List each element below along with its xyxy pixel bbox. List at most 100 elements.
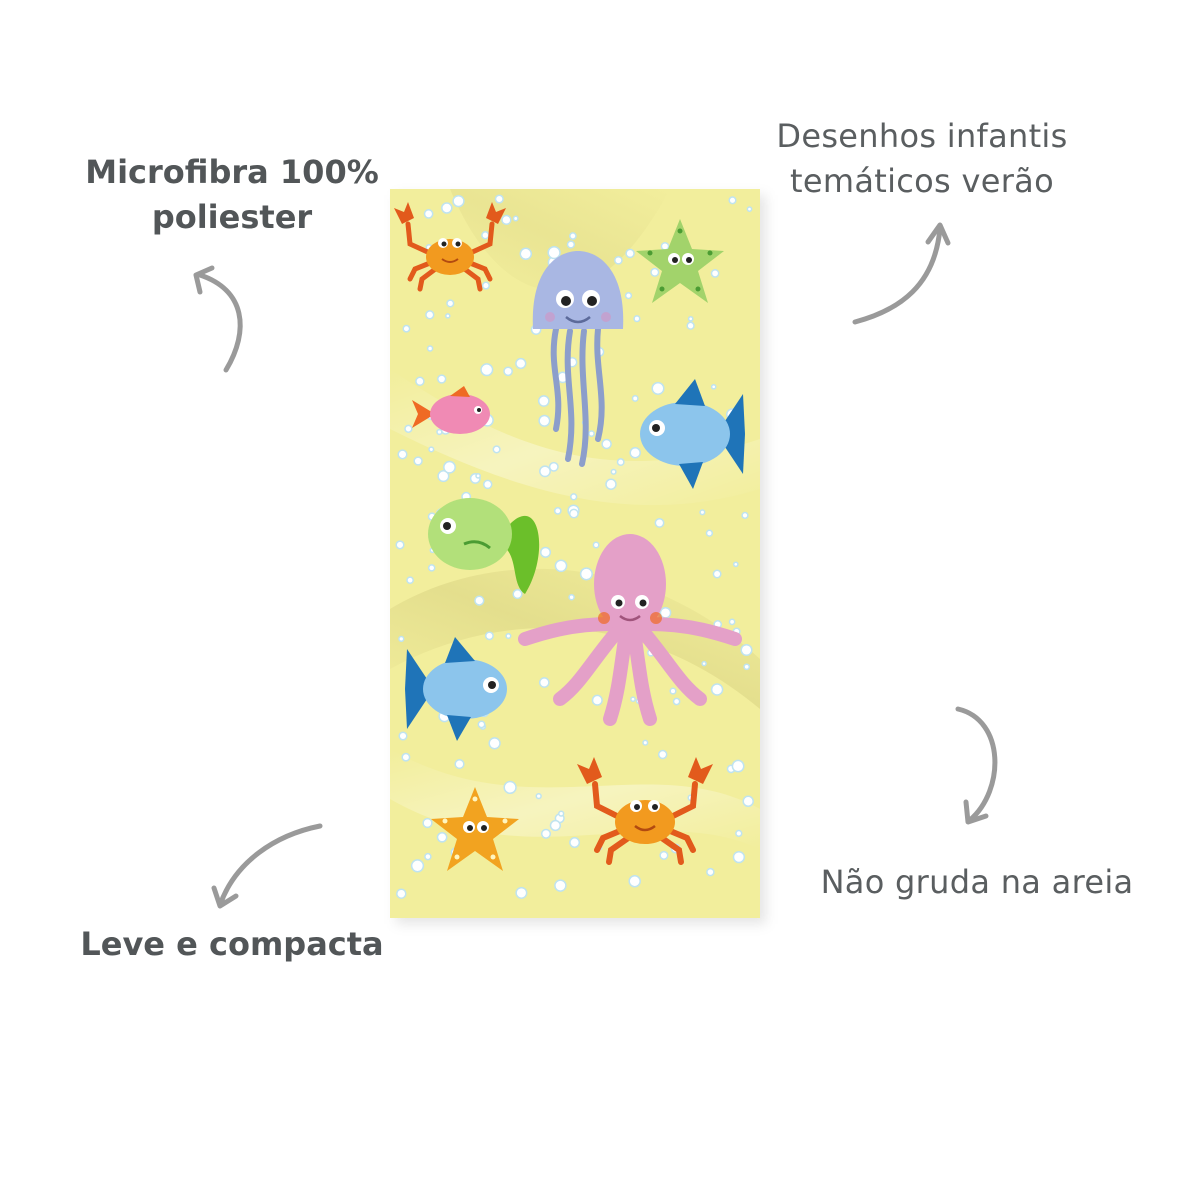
curved-arrow-up-left-icon [193,265,243,373]
crab-icon [394,202,506,292]
bubble-icon [422,817,433,829]
bubble-icon [672,697,681,706]
bubble-icon [701,660,707,667]
bubble-icon [441,202,453,214]
bubble-icon [512,589,523,600]
bubble-icon [741,511,749,520]
bubble-icon [535,792,542,800]
bubble-icon [424,852,432,861]
bubble-icon [588,430,595,437]
bubble-icon [570,493,578,501]
bubble-icon [642,739,649,746]
fish-icon [405,637,507,741]
bubble-icon [659,850,669,860]
bubble-icon [742,795,754,808]
bubble-icon [629,446,641,459]
bubble-icon [503,366,513,377]
bubble-icon [505,632,512,640]
bubble-icon [401,752,411,762]
bubble-icon [436,831,448,843]
bubble-icon [415,376,425,387]
bubble-icon [591,694,603,706]
bubble-icon [423,209,434,219]
feature-designs-line1: Desenhos infantis [776,117,1068,155]
bubble-icon [437,374,447,384]
bubble-icon [686,321,695,330]
bubble-icon [610,468,617,475]
fish-icon [428,498,540,594]
feature-weight-text: Leve e compacta [80,925,384,963]
bubble-icon [657,749,668,760]
bubble-icon [654,517,665,528]
bubble-icon [537,395,550,407]
bubble-icon [428,446,435,453]
bubble-icon [492,445,501,454]
octopus-icon [518,534,742,726]
feature-weight: Leve e compacta [62,922,402,967]
bubble-icon [538,414,551,427]
bubble-icon [454,759,465,770]
bubble-icon [398,731,408,741]
bubble-icon [404,424,413,433]
bubble-icon [743,663,751,671]
bubble-icon [554,879,567,892]
bubble-icon [558,810,565,817]
bubble-icon [480,363,494,377]
bubble-icon [397,449,408,460]
bubble-icon [410,859,425,873]
bubble-icon [413,456,423,466]
bubble-icon [706,867,715,877]
bubble-icon [568,593,575,601]
bubble-icon [566,240,576,249]
feature-material-line1: Microfibra 100% [85,153,379,191]
fish-icon [412,386,490,434]
feature-sand: Não gruda na areia [792,860,1162,905]
bubble-icon [728,618,736,626]
bubble-icon [553,507,562,515]
fish-icon [640,379,745,489]
bubble-icon [488,737,501,750]
bubble-icon [605,478,617,490]
towel-product-image [390,189,766,924]
bubble-icon [624,291,633,300]
starfish-icon [636,219,724,303]
bubble-icon [395,540,405,550]
bubble-icon [519,247,533,261]
towel-canvas [390,189,760,918]
bubble-icon [569,837,581,848]
bubble-icon [687,315,694,322]
bubble-icon [549,819,562,832]
bubble-icon [710,383,717,390]
bubble-icon [443,460,456,474]
bubble-icon [540,828,552,839]
bubble-icon [477,720,486,729]
bubble-icon [651,381,665,395]
bubble-icon [501,214,512,226]
bubble-icon [426,345,434,352]
bubble-icon [705,529,714,537]
bubble-icon [547,245,561,260]
bubble-icon [548,461,559,472]
bubble-icon [446,299,455,308]
starfish-icon [431,787,519,871]
bubble-icon [699,509,706,516]
bubble-icon [445,313,451,319]
bubble-icon [512,215,519,222]
bubble-icon [669,687,677,695]
bubble-icon [568,508,579,519]
bubble-icon [616,458,625,467]
bubble-icon [579,567,593,581]
feature-material: Microfibra 100% poliester [72,150,392,240]
bubble-icon [710,683,724,696]
feature-designs: Desenhos infantis temáticos verão [752,114,1092,204]
bubble-icon [735,829,743,838]
bubble-icon [631,394,639,402]
bubble-icon [494,194,504,204]
feature-sand-text: Não gruda na areia [820,863,1134,901]
bubble-icon [475,473,481,479]
bubble-icon [452,194,465,208]
bubble-icon [515,886,528,899]
bubble-icon [630,696,636,703]
bubble-icon [481,281,490,290]
